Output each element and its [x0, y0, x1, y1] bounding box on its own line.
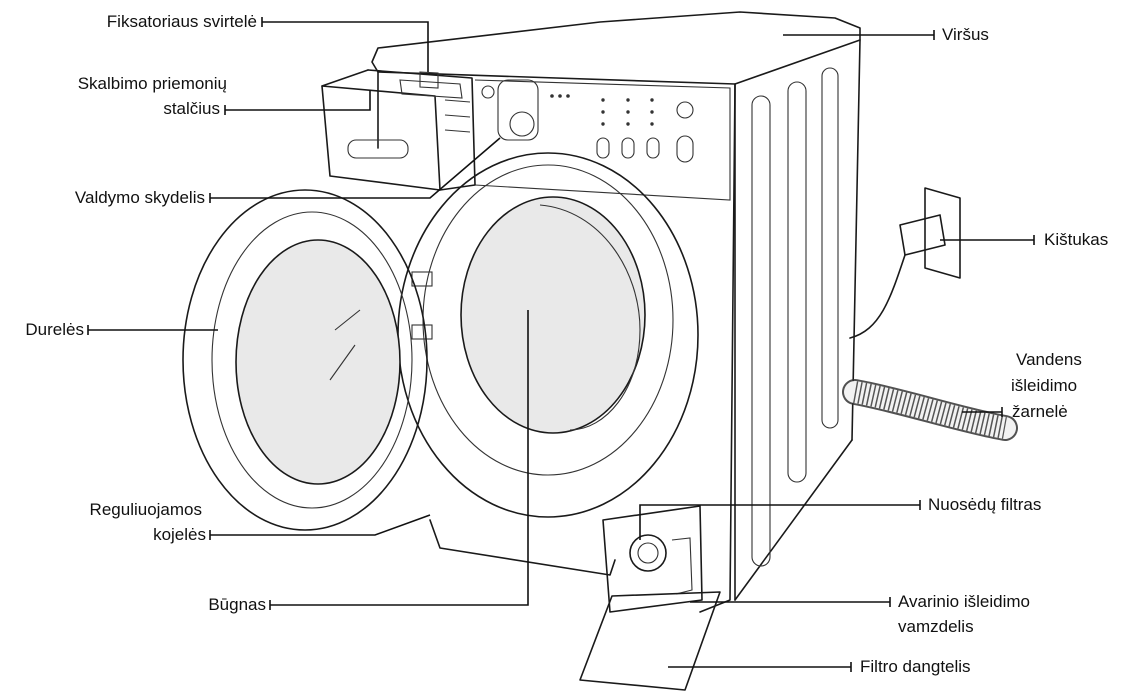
- filter-cover: [579, 591, 721, 691]
- label-vandens-line3: žarnelė: [1012, 402, 1068, 421]
- label-avarinio-line1: Avarinio išleidimo: [898, 592, 1030, 611]
- control-panel: [481, 79, 694, 163]
- label-virsus: Viršus: [942, 25, 989, 44]
- label-vandens-line2: išleidimo: [1011, 376, 1078, 395]
- label-bugnas: Būgnas: [208, 595, 266, 614]
- drum-opening: [397, 152, 699, 518]
- detergent-drawer: [321, 69, 476, 191]
- label-reguliuojamos-line2: kojelės: [153, 525, 206, 544]
- power-plug: [849, 187, 961, 339]
- leader-lines: [87, 17, 1035, 672]
- machine-body: [371, 11, 861, 613]
- label-vandens-line1: Vandens: [1016, 350, 1082, 369]
- label-skalbimo-priemoniu-line1: Skalbimo priemonių: [77, 74, 227, 93]
- label-fiksatoriaus-svirtele: Fiksatoriaus svirtelė: [106, 12, 257, 31]
- label-skalbimo-priemoniu-line2: stalčius: [163, 99, 220, 118]
- label-avarinio-line2: vamzdelis: [898, 617, 974, 636]
- label-kistukas: Kištukas: [1044, 230, 1109, 249]
- label-valdymo-skydelis: Valdymo skydelis: [74, 188, 205, 207]
- label-dureles: Durelės: [25, 320, 84, 339]
- label-filtro-dangtelis: Filtro dangtelis: [860, 657, 971, 676]
- drain-hose: [842, 379, 1018, 441]
- open-door: [182, 189, 428, 531]
- filter-compartment: [602, 505, 703, 613]
- label-reguliuojamos-line1: Reguliuojamos: [89, 500, 202, 519]
- label-nuosedu-filtras: Nuosėdų filtras: [928, 495, 1042, 514]
